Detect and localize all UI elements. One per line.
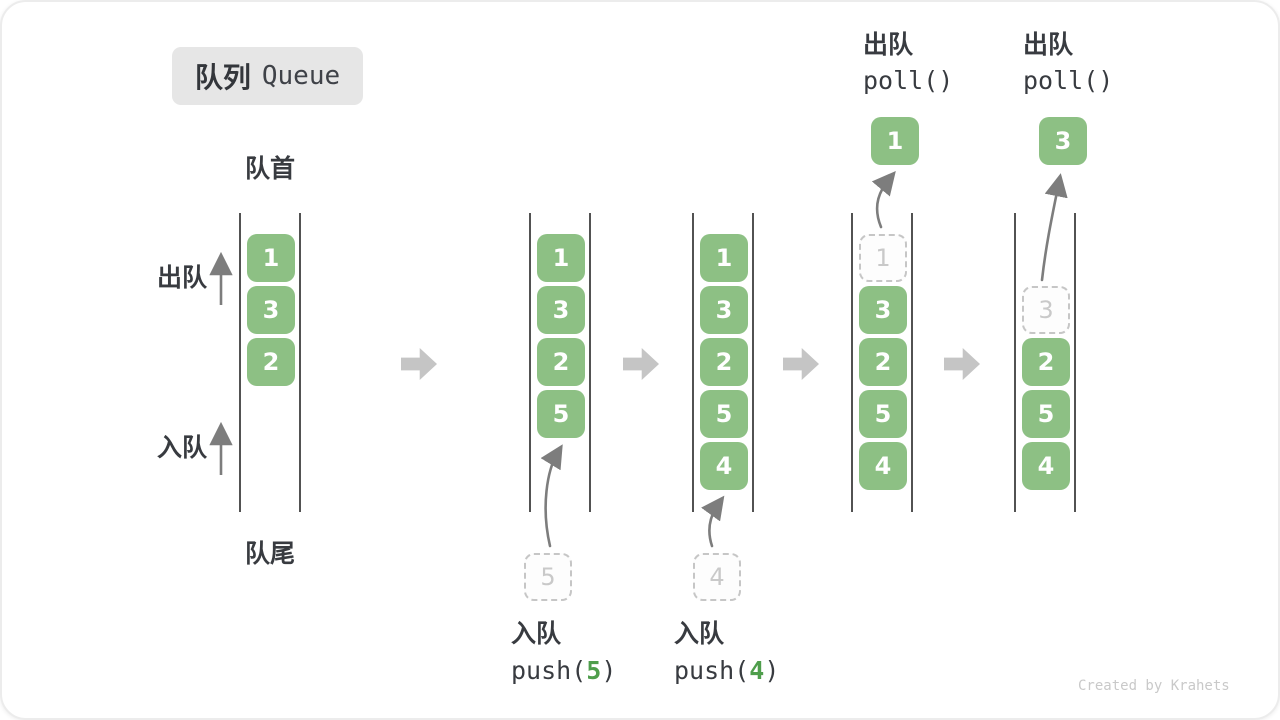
title-en: Queue [261, 61, 341, 91]
queue-cell: 3 [859, 286, 907, 334]
title-zh: 队列 [194, 62, 251, 93]
queue-cell: 1 [247, 234, 295, 282]
queue-cell: 5 [859, 390, 907, 438]
queue-cell: 1 [700, 234, 748, 282]
operation-code: poll() [863, 66, 954, 95]
queue-state-1: 1 3 2 [239, 213, 301, 512]
pending-enqueue-box: 5 [524, 553, 572, 601]
operation-zh: 入队 [674, 620, 725, 648]
queue-cell: 2 [700, 338, 748, 386]
queue-cell: 4 [859, 442, 907, 490]
queue-state-4: 1 3 2 5 4 [851, 213, 913, 512]
queue-cell: 5 [537, 390, 585, 438]
operation-code: poll() [1023, 66, 1114, 95]
queue-state-2: 1 3 2 5 [529, 213, 591, 512]
label-queue-front: 队首 [244, 155, 295, 183]
pending-enqueue-box: 4 [693, 553, 741, 601]
operation-arg: 4 [749, 656, 765, 685]
watermark-credit: Created by Krahets [1078, 678, 1230, 694]
transition-arrow-icon [783, 348, 819, 380]
operation-label-push-5: 入队 push(5) [511, 619, 616, 686]
queue-state-3: 1 3 2 5 4 [692, 213, 754, 512]
operation-arg: 5 [586, 656, 602, 685]
label-queue-rear: 队尾 [244, 540, 295, 568]
transition-arrow-icon [623, 348, 659, 380]
queue-cell: 2 [1022, 338, 1070, 386]
label-enqueue: 入队 [156, 434, 207, 462]
queue-state-5: 3 2 5 4 [1014, 213, 1076, 512]
queue-cell: 3 [247, 286, 295, 334]
queue-cell: 2 [859, 338, 907, 386]
queue-cell-removed: 1 [859, 234, 907, 282]
queue-cell: 4 [1022, 442, 1070, 490]
operation-code: push(4) [674, 656, 780, 685]
label-dequeue: 出队 [156, 264, 207, 292]
queue-cell: 3 [700, 286, 748, 334]
queue-cell: 5 [1022, 390, 1070, 438]
operation-zh: 出队 [863, 31, 914, 59]
transition-arrow-icon [401, 348, 437, 380]
title-badge: 队列 Queue [172, 47, 363, 105]
popped-value-box: 3 [1039, 117, 1087, 165]
queue-cell: 1 [537, 234, 585, 282]
operation-label-poll-1: 出队 poll() [863, 30, 953, 96]
transition-arrow-icon [944, 348, 980, 380]
operation-zh: 入队 [511, 620, 562, 648]
queue-cell-removed: 3 [1022, 286, 1070, 334]
operation-zh: 出队 [1023, 31, 1074, 59]
operation-label-poll-3: 出队 poll() [1023, 30, 1113, 96]
operation-code: push(5) [511, 656, 617, 685]
queue-cell: 2 [537, 338, 585, 386]
queue-cell: 2 [247, 338, 295, 386]
queue-cell: 3 [537, 286, 585, 334]
popped-value-box: 1 [871, 117, 919, 165]
queue-cell: 5 [700, 390, 748, 438]
operation-label-push-4: 入队 push(4) [674, 619, 779, 686]
queue-cell: 4 [700, 442, 748, 490]
